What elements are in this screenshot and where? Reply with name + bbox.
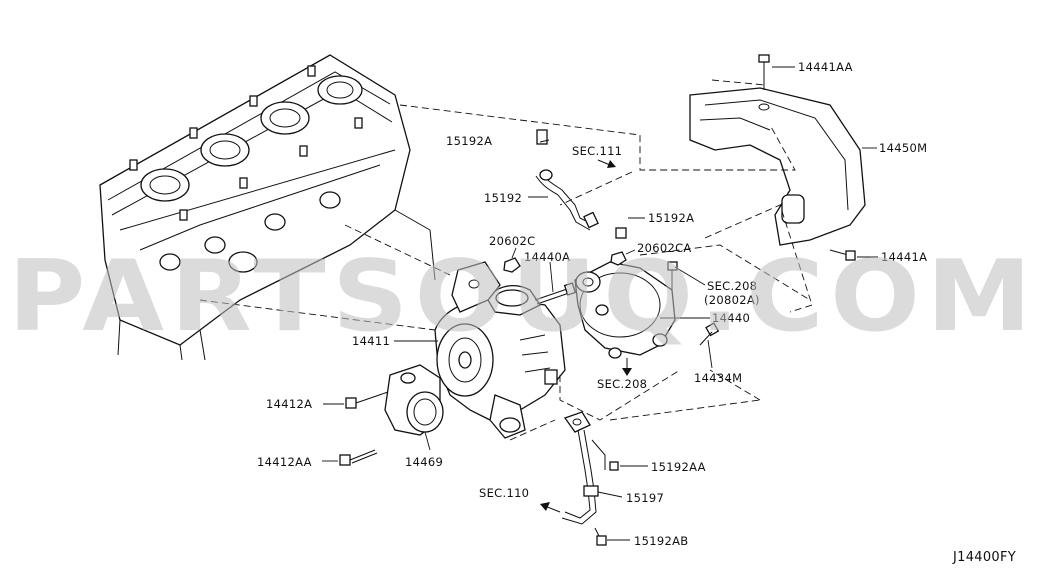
label-14411: 14411 <box>352 334 390 348</box>
sec-208-arrow <box>622 358 632 376</box>
heat-insulator <box>689 87 866 246</box>
label-14412A: 14412A <box>266 397 312 411</box>
label-15192AA: 15192AA <box>651 460 706 474</box>
stud-14434M <box>699 322 720 369</box>
dashed-reference-lines <box>199 79 813 441</box>
bolt-15192AB <box>594 527 630 546</box>
compressor-inlet <box>384 364 444 451</box>
bolt-14412AA <box>322 449 378 466</box>
label-sec-208-b: SEC.208 <box>597 377 647 391</box>
label-15197: 15197 <box>626 491 664 505</box>
stud-sec-208 <box>667 261 706 292</box>
turbocharger <box>434 261 566 439</box>
sec-111-arrow <box>597 159 616 168</box>
label-14434M: 14434M <box>694 371 742 385</box>
label-14450M: 14450M <box>879 141 927 155</box>
watermark: PARTSOUQ.COM <box>8 240 1038 354</box>
sec-110-arrow <box>540 502 561 513</box>
label-14469: 14469 <box>405 455 443 469</box>
oil-drain-tube <box>561 411 623 525</box>
diagram-code: J14400FY <box>952 550 1016 565</box>
nut-20602CA <box>610 249 636 266</box>
label-20802A: (20802A) <box>704 293 760 307</box>
label-14412AA: 14412AA <box>257 455 312 469</box>
label-20602C: 20602C <box>489 234 535 248</box>
label-14441AA-top: 14441AA <box>798 60 853 74</box>
label-15192AB: 15192AB <box>634 534 688 548</box>
bolt-14441AA-top <box>758 54 795 90</box>
label-sec-111: SEC.111 <box>572 144 622 158</box>
label-sec-208-a: SEC.208 <box>707 279 757 293</box>
bolt-14412A <box>323 391 389 409</box>
bolt-14441A <box>829 249 878 261</box>
label-15192: 15192 <box>484 191 522 205</box>
label-15192A-left: 15192A <box>446 134 492 148</box>
label-sec-110: SEC.110 <box>479 486 529 500</box>
stud-14440A <box>534 261 577 305</box>
bolt-15192AA <box>609 461 648 471</box>
oil-feed-tube <box>528 129 645 239</box>
label-15192A-right: 15192A <box>648 211 694 225</box>
label-14440A: 14440A <box>524 250 570 264</box>
label-14441A: 14441A <box>881 250 927 264</box>
exhaust-outlet-gasket <box>574 261 710 359</box>
label-14440: 14440 <box>712 311 750 325</box>
engine-cylinder-head <box>99 54 436 361</box>
nut-20602C <box>503 247 521 273</box>
label-20602CA: 20602CA <box>637 241 692 255</box>
